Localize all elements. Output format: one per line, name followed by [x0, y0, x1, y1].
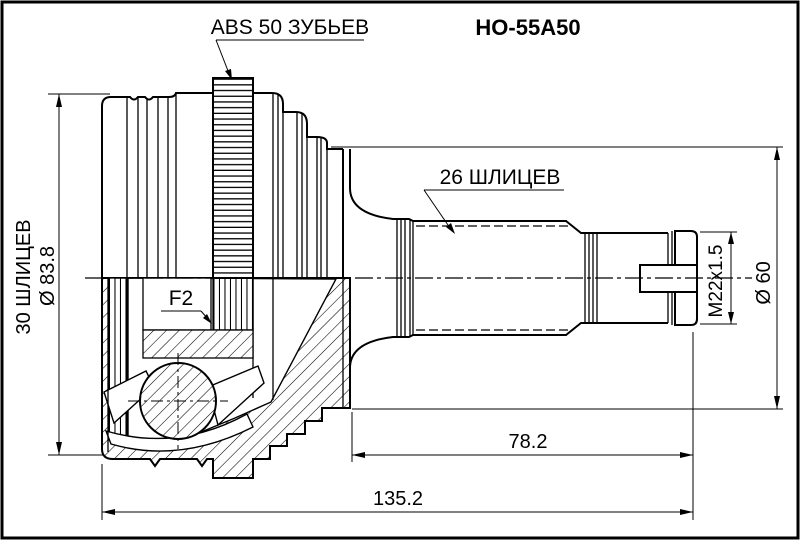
bearing-cage-bottom — [104, 413, 254, 452]
bell-outline-left — [101, 92, 213, 278]
dim-total-length-lines — [101, 464, 693, 520]
part-number-title: HO-55A50 — [475, 15, 580, 40]
abs-tooth-ring — [212, 77, 254, 279]
label-inner-splines: 30 ШЛИЦЕВ — [13, 219, 35, 334]
dim-thread-lines — [700, 231, 737, 325]
ball-crosshair — [128, 353, 228, 449]
dimension-lines: 30 ШЛИЦЕВ Ø 83.8 Ø 60 M22x1.5 78.2 — [13, 93, 783, 520]
section-view — [101, 277, 351, 479]
dim-shaft-length: 78.2 — [509, 431, 548, 453]
label-abs-ring: ABS 50 ЗУБЬЕВ — [211, 16, 369, 39]
boot-groove-lines — [126, 93, 328, 278]
bell-outline-right — [253, 92, 343, 150]
dim-outer-diameter: Ø 60 — [753, 261, 775, 304]
dim-shaft-length-lines — [351, 332, 694, 520]
dim-outer-diameter-lines — [331, 146, 783, 410]
shaft-bottom-outline — [349, 322, 668, 369]
cv-joint-bell — [101, 92, 351, 408]
leader-labels: ABS 50 ЗУБЬЕВ 26 ШЛИЦЕВ F2 — [161, 16, 564, 324]
inner-bore — [142, 277, 212, 331]
dim-total-length: 135.2 — [373, 488, 423, 510]
label-shaft-splines: 26 ШЛИЦЕВ — [440, 166, 561, 189]
stub-spline-stripes — [213, 278, 253, 330]
dim-bell-diameter: Ø 83.8 — [37, 246, 59, 306]
shaft-top-outline — [349, 187, 668, 234]
dim-thread: M22x1.5 — [706, 245, 727, 318]
spline-section — [416, 225, 572, 331]
dim-bell-diameter-lines — [48, 93, 110, 456]
label-grease-zone: F2 — [169, 287, 194, 310]
inner-race-hatch — [143, 330, 253, 358]
